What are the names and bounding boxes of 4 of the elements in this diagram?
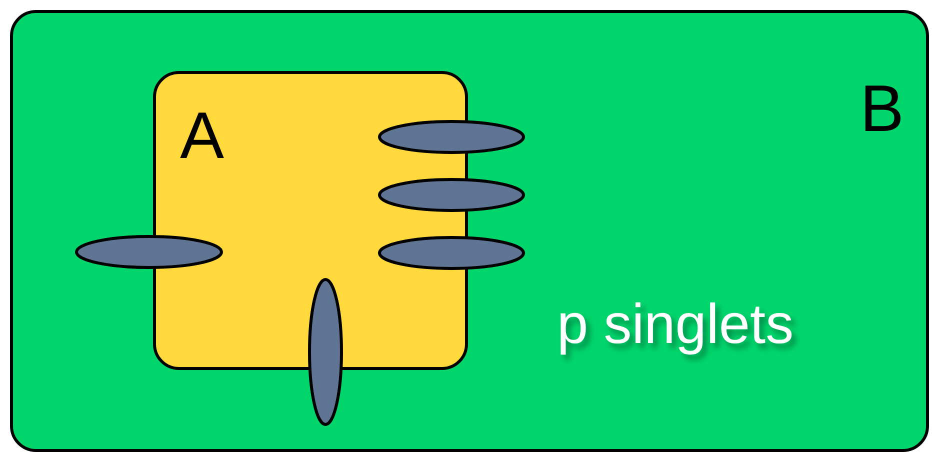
outer-region xyxy=(10,10,929,452)
annotation-text: p singlets xyxy=(557,291,794,356)
region-label: B xyxy=(860,75,904,141)
region-label: A xyxy=(180,102,224,168)
